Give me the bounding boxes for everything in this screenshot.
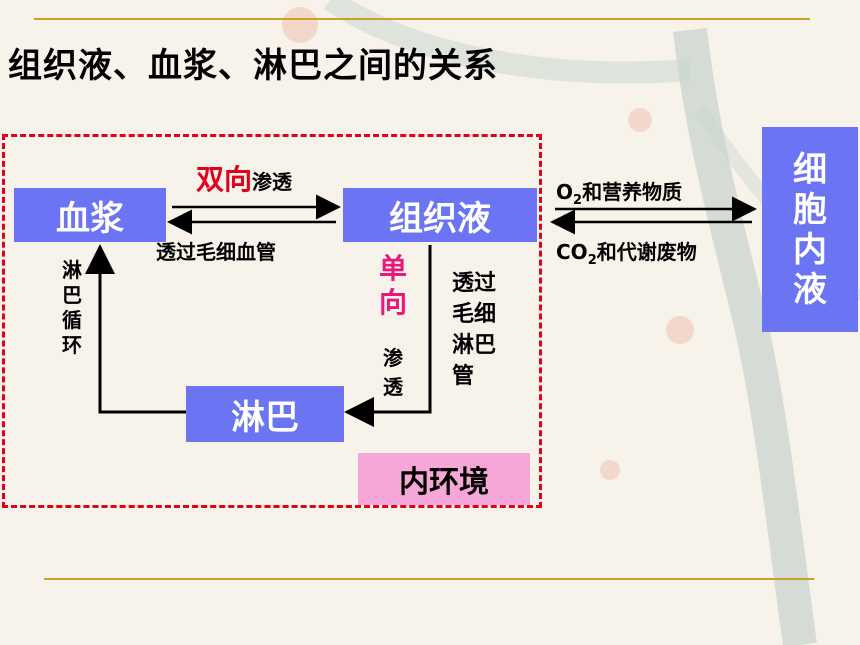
label-char: 淋 xyxy=(62,258,82,282)
bidirectional-emphasis: 双向 xyxy=(196,163,253,196)
label-char: 单 xyxy=(378,252,407,285)
unidirectional-emphasis: 单 向 xyxy=(376,252,410,320)
bottom-rule xyxy=(44,578,814,580)
unidirectional-rest: 渗 透 xyxy=(379,344,407,402)
internal-environment-boundary xyxy=(2,134,542,508)
arrow-lymph-to-plasma xyxy=(85,244,186,414)
internal-environment-label: 内环境 xyxy=(358,453,530,505)
label-char: 环 xyxy=(62,333,82,357)
co2-subscript: 2 xyxy=(587,253,597,268)
bidirectional-rest: 渗透 xyxy=(252,170,293,194)
label-char: 向 xyxy=(378,286,407,319)
label-char: 巴 xyxy=(62,283,82,307)
o2-rest: 和营养物质 xyxy=(582,180,683,204)
intracellular-char: 液 xyxy=(793,269,827,310)
capillary-label: 透过毛细血管 xyxy=(156,240,276,264)
co2-waste-label: CO2和代谢废物 xyxy=(556,236,697,268)
intracellular-char: 内 xyxy=(793,229,827,270)
lymph-capillary-label: 透过 毛细 淋巴 管 xyxy=(452,268,496,392)
bidirectional-label: 双向渗透 xyxy=(196,158,292,198)
intracellular-char: 细 xyxy=(793,149,827,190)
arrow-tissue-to-lymph xyxy=(344,245,432,427)
label-char: 透 xyxy=(383,375,403,399)
intracellular-fluid-node: 细 胞 内 液 xyxy=(762,127,858,332)
lymph-circulation-label: 淋 巴 循 环 xyxy=(60,258,84,358)
o2-subscript: 2 xyxy=(573,193,583,208)
tissue-fluid-node: 组织液 xyxy=(343,188,537,242)
plasma-node: 血浆 xyxy=(14,188,166,242)
label-char: 循 xyxy=(62,308,82,332)
oxygen-nutrients-label: O2和营养物质 xyxy=(556,176,682,208)
label-line: 毛细 xyxy=(452,302,497,327)
label-line: 透过 xyxy=(452,271,497,296)
co2-symbol: CO xyxy=(556,240,588,264)
lymph-node: 淋巴 xyxy=(186,386,344,442)
label-char: 渗 xyxy=(383,346,403,370)
label-line: 淋巴 xyxy=(452,333,497,358)
co2-rest: 和代谢废物 xyxy=(596,240,697,264)
top-rule xyxy=(34,18,810,20)
page-title: 组织液、血浆、淋巴之间的关系 xyxy=(8,46,498,86)
label-line: 管 xyxy=(452,364,475,389)
intracellular-char: 胞 xyxy=(793,189,827,230)
o2-symbol: O xyxy=(556,180,574,204)
